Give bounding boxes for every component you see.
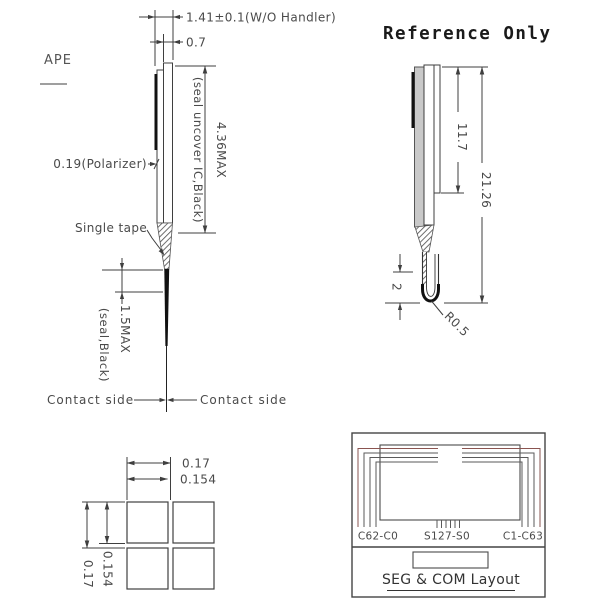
single-tape-label: Single tape xyxy=(75,221,147,235)
seg-com-caption: SEG & COM Layout xyxy=(382,572,520,588)
radius-leader xyxy=(431,300,444,316)
glass-pane-right xyxy=(163,62,173,224)
pad-squares xyxy=(126,501,215,590)
reference-only-title: Reference Only xyxy=(383,24,552,44)
seal-strip-bent xyxy=(422,252,427,287)
top-left-note: APE xyxy=(40,53,72,85)
dim-seal-height-label: 1.5MAX xyxy=(118,305,132,353)
stack-height-extension-lines xyxy=(175,65,216,234)
seg-com-layout-figure: C62-C0 S127-S0 C1-C63 SEG & COM Layout xyxy=(351,432,546,598)
seal-taper xyxy=(156,222,173,270)
center-pin-group-label: S127-S0 xyxy=(424,531,470,543)
pad-detail-figure: 0.17 0.154 0.154 0.17 xyxy=(81,457,216,590)
dim-total-length-label: 21.26 xyxy=(479,172,493,208)
width-extension-lines xyxy=(154,10,174,66)
dim-h-pad-label: 0.154 xyxy=(180,473,216,487)
seal-taper-bent xyxy=(414,224,435,253)
dim-seal-note-label: (seal,Black) xyxy=(97,308,111,382)
dim-v-pad-label: 0.154 xyxy=(101,551,115,587)
display-area-rect xyxy=(379,444,521,521)
right-pin-group-label: C1-C63 xyxy=(503,531,543,543)
dim-stack-note-label: (seal uncover IC,Black) xyxy=(191,77,205,223)
polarizer-label: 0.19(Polarizer) xyxy=(53,157,147,171)
contact-side-right-label: Contact side xyxy=(200,393,287,407)
fpc-layer-outer xyxy=(423,64,435,226)
dim-h-pitch-label: 0.17 xyxy=(182,457,210,471)
left-pin-group-label: C62-C0 xyxy=(358,531,398,543)
dim-bend-height-label: 2 xyxy=(390,283,404,291)
note-label: APE xyxy=(44,53,72,68)
dim-total-width-label: 1.41±0.1(W/O Handler) xyxy=(186,11,336,25)
fpc-layer-inner xyxy=(433,64,441,194)
left-traces xyxy=(357,448,438,527)
polarizer-strip xyxy=(154,74,158,150)
seg-ticks xyxy=(436,520,460,528)
dim-glass-width-label: 0.7 xyxy=(186,36,206,50)
glass-bar xyxy=(414,66,425,228)
contact-side-left-label: Contact side xyxy=(47,393,134,407)
dim-stack-height-label: 4.36MAX xyxy=(214,122,228,178)
polarizer-strip-bent xyxy=(411,72,415,128)
seal-height-extension-lines xyxy=(102,258,163,304)
tape-tail xyxy=(164,269,170,346)
u-bend-tape xyxy=(421,284,440,303)
right-traces xyxy=(462,448,541,527)
bent-view-figure: Reference Only 11.7 21.26 2 xyxy=(383,24,552,339)
side-view-figure: 1.41±0.1(W/O Handler) 0.7 (seal uncover … xyxy=(47,10,336,412)
dim-ic-to-bend-label: 11.7 xyxy=(455,123,469,151)
layout-outer-box xyxy=(351,432,546,598)
u-bend-inner xyxy=(426,252,436,297)
dim-bend-radius-label: R0.5 xyxy=(442,309,472,339)
single-tape-leader xyxy=(146,229,162,251)
dim-v-pitch-label: 0.17 xyxy=(81,560,95,588)
glass-pane-left xyxy=(156,69,164,224)
ic-outline-rect xyxy=(412,551,489,569)
